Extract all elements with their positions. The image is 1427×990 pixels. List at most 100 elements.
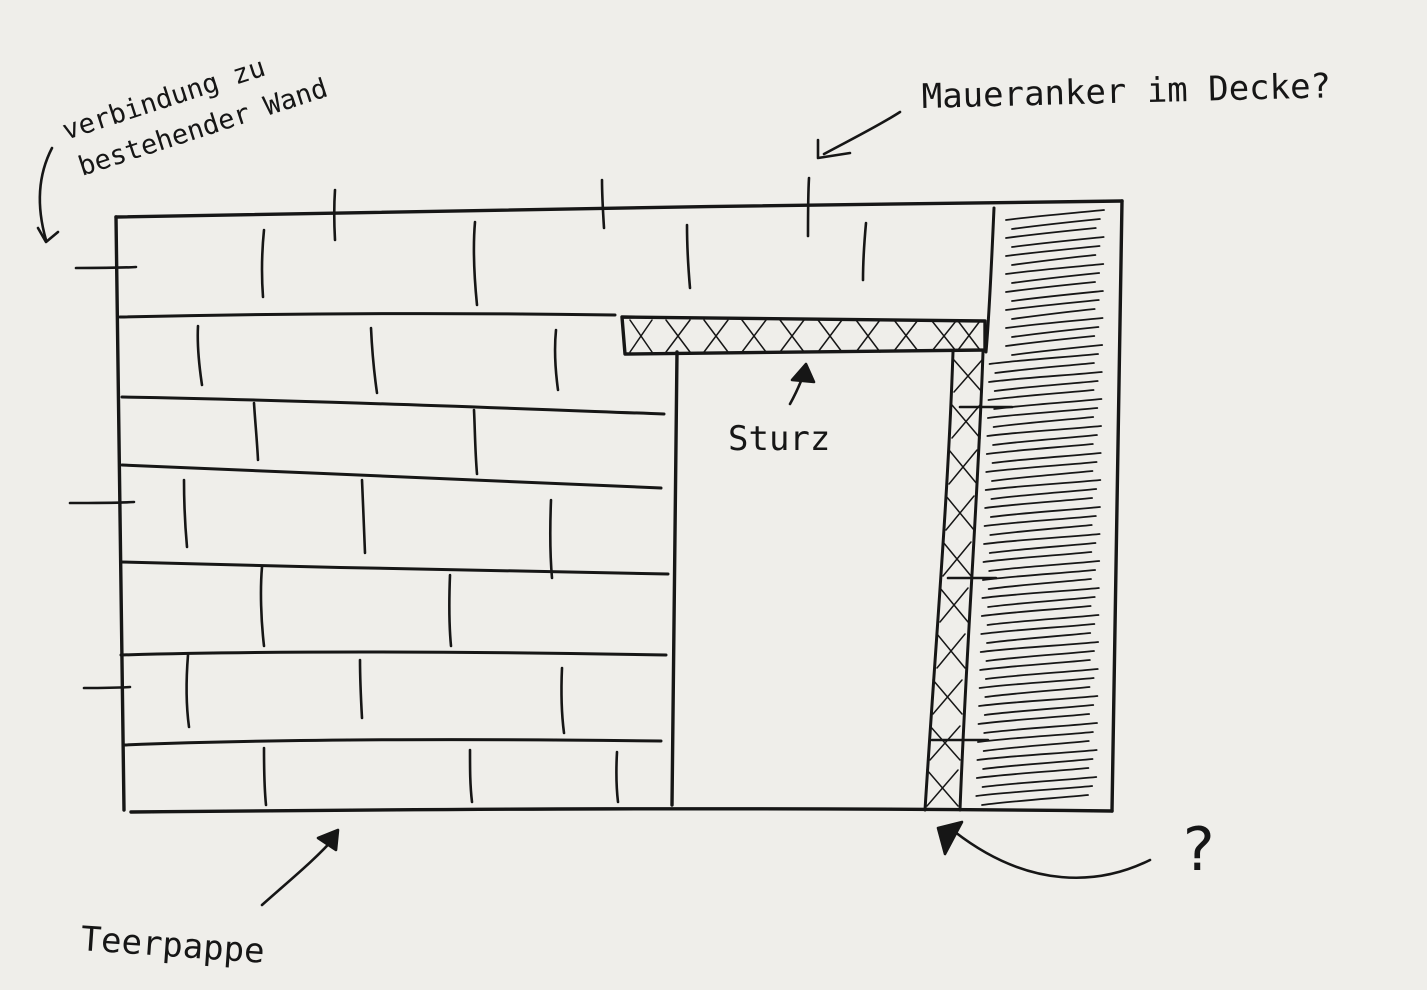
shading-stroke — [986, 632, 1092, 644]
question-arrow-head — [936, 820, 964, 856]
shading-stroke — [981, 794, 1089, 806]
shading-stroke — [981, 587, 1100, 599]
shading-stroke — [978, 695, 1099, 707]
shading-stroke — [1011, 344, 1104, 356]
shading-stroke — [983, 704, 1095, 716]
shading-stroke — [976, 749, 1098, 761]
shading-stroke — [990, 488, 1098, 500]
shading-stroke — [1005, 299, 1100, 311]
shading-stroke — [989, 506, 1101, 518]
shading-stroke — [1011, 236, 1105, 248]
existing-wall-left-edge — [984, 206, 996, 354]
wall-top-edge — [114, 199, 1124, 219]
shading-stroke — [1011, 254, 1097, 266]
shading-stroke — [985, 668, 1099, 680]
wall-tie-top — [332, 188, 337, 242]
shading-stroke — [977, 731, 1094, 743]
wall-tie-left — [82, 685, 132, 690]
question-arrow — [953, 830, 1152, 879]
shading-stroke — [1005, 227, 1097, 239]
shading-stroke — [1005, 245, 1101, 257]
head-joint — [182, 478, 189, 549]
existing-wall-section — [975, 206, 1105, 806]
head-joint — [861, 221, 868, 282]
shading-stroke — [978, 677, 1095, 689]
shading-stroke — [1011, 272, 1101, 284]
shading-stroke — [989, 524, 1093, 536]
wall-tie-left — [74, 265, 138, 270]
shading-stroke — [987, 407, 1099, 419]
shading-stroke — [1005, 263, 1105, 275]
tar-paper-arrow-head — [316, 828, 340, 852]
wall-tie-left — [68, 500, 136, 505]
shading-stroke — [988, 371, 1103, 383]
shading-stroke — [987, 596, 1096, 608]
head-joint — [360, 478, 367, 555]
connection-arrow — [38, 146, 54, 242]
shading-stroke — [991, 452, 1102, 464]
head-joint — [560, 666, 566, 735]
shading-stroke — [982, 569, 1096, 581]
jamb-strip-right-edge — [958, 350, 985, 812]
shading-stroke — [1011, 308, 1096, 320]
head-joint — [252, 401, 260, 462]
course-line — [120, 463, 663, 490]
wall-tie-top — [806, 176, 811, 238]
shading-stroke — [982, 740, 1090, 752]
shading-stroke — [1011, 218, 1101, 230]
course-line — [118, 312, 617, 319]
head-joint — [472, 220, 479, 307]
jamb-strip-left-edge — [923, 350, 955, 812]
head-joint — [615, 750, 620, 804]
shading-stroke — [983, 722, 1098, 734]
anchor-arrow — [822, 110, 902, 156]
brick-courses — [118, 312, 670, 747]
course-line — [122, 738, 663, 747]
wall-right-edge — [1110, 199, 1124, 813]
opening-left-edge — [670, 350, 679, 807]
head-joint — [472, 408, 479, 476]
anchor-arrow-head — [816, 138, 852, 160]
jamb-hatch — [926, 359, 983, 807]
shading-stroke — [992, 434, 1098, 446]
shading-stroke — [982, 758, 1094, 770]
label-question: ? — [1180, 815, 1216, 885]
shading-stroke — [980, 605, 1092, 617]
shading-stroke — [986, 614, 1100, 626]
shading-stroke — [983, 533, 1101, 545]
shading-stroke — [979, 659, 1091, 671]
shading-stroke — [988, 560, 1101, 572]
shading-stroke — [985, 461, 1098, 473]
shading-stroke — [1005, 209, 1105, 221]
course-line — [120, 395, 666, 416]
wall-bottom-edge — [129, 807, 1114, 814]
shading-stroke — [984, 497, 1093, 509]
head-joint — [549, 498, 554, 580]
lintel-hatch — [629, 319, 981, 353]
head-joint — [260, 228, 266, 299]
shading-stroke — [986, 425, 1102, 437]
shading-stroke — [980, 623, 1096, 635]
existing-wall-shading — [975, 209, 1105, 806]
shading-stroke — [982, 551, 1093, 563]
shading-stroke — [987, 389, 1095, 401]
shading-stroke — [988, 353, 1099, 365]
head-joint — [185, 653, 191, 729]
shading-stroke — [993, 398, 1103, 410]
course-line — [119, 560, 670, 576]
shading-stroke — [991, 470, 1094, 482]
head-joint — [448, 573, 453, 648]
shading-stroke — [994, 362, 1095, 374]
head-joints — [182, 220, 868, 807]
shading-stroke — [977, 713, 1091, 725]
shading-stroke — [987, 578, 1092, 590]
shading-stroke — [992, 416, 1095, 428]
shading-stroke — [1005, 317, 1104, 329]
connection-arrow-head — [36, 226, 60, 244]
shading-stroke — [975, 785, 1094, 797]
shading-stroke — [985, 650, 1095, 662]
head-joint — [358, 658, 364, 720]
head-joint — [369, 326, 379, 395]
shading-stroke — [984, 686, 1091, 698]
